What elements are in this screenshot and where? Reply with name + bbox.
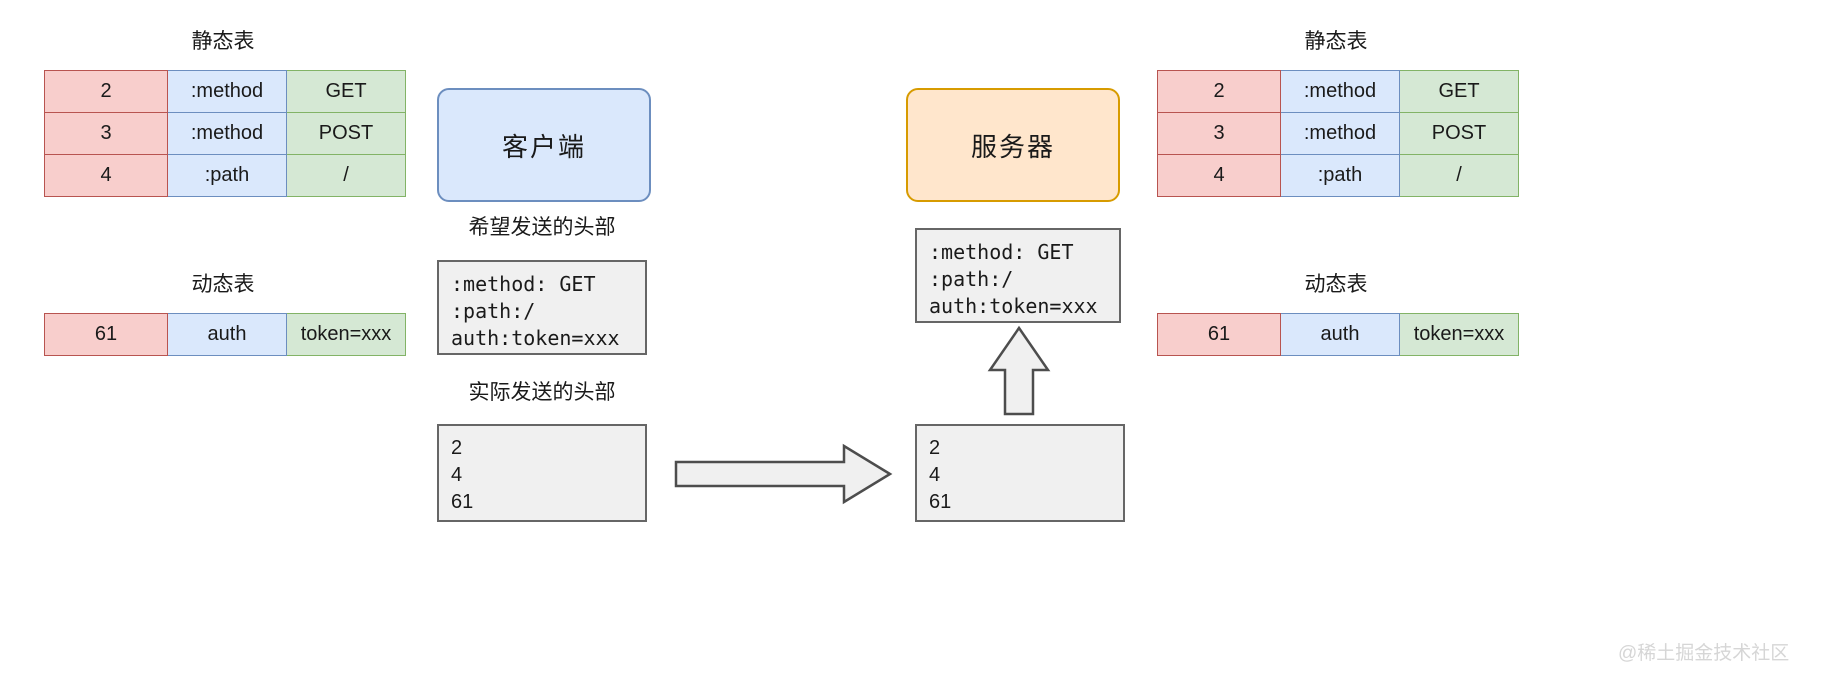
cell-name: :method	[1280, 112, 1400, 155]
right-static-table: 2 :method GET 3 :method POST 4 :path /	[1157, 70, 1519, 197]
cell-value: token=xxx	[286, 313, 406, 356]
transmit-arrow-icon	[674, 443, 893, 505]
right-static-table-caption: 静态表	[1304, 30, 1368, 53]
decoded-header-box: :method: GET :path:/ auth:token=xxx	[915, 228, 1121, 323]
table-row: 61 auth token=xxx	[1157, 313, 1519, 356]
received-payload-box: 2 4 61	[915, 424, 1125, 522]
cell-value: token=xxx	[1399, 313, 1519, 356]
cell-index: 4	[1157, 154, 1281, 197]
decoded-header-text: :method: GET :path:/ auth:token=xxx	[929, 240, 1098, 318]
cell-name: auth	[167, 313, 287, 356]
cell-value: POST	[286, 112, 406, 155]
client-node[interactable]: 客户端	[437, 88, 651, 202]
cell-index: 61	[44, 313, 168, 356]
intended-header-caption: 希望发送的头部	[468, 216, 616, 239]
intended-header-box: :method: GET :path:/ auth:token=xxx	[437, 260, 647, 355]
table-row: 2 :method GET	[44, 70, 406, 113]
cell-index: 4	[44, 154, 168, 197]
cell-value: GET	[286, 70, 406, 113]
actual-header-caption: 实际发送的头部	[468, 381, 616, 404]
cell-index: 3	[44, 112, 168, 155]
server-node[interactable]: 服务器	[906, 88, 1120, 202]
cell-name: :method	[167, 112, 287, 155]
table-row: 3 :method POST	[44, 112, 406, 155]
actual-header-box: 2 4 61	[437, 424, 647, 522]
cell-name: :method	[1280, 70, 1400, 113]
cell-value: POST	[1399, 112, 1519, 155]
cell-index: 61	[1157, 313, 1281, 356]
decode-arrow-icon	[987, 325, 1051, 416]
left-static-table-caption: 静态表	[191, 30, 255, 53]
intended-header-text: :method: GET :path:/ auth:token=xxx	[451, 272, 620, 350]
cell-index: 2	[1157, 70, 1281, 113]
received-payload-text: 2 4 61	[929, 437, 952, 513]
left-dynamic-table: 61 auth token=xxx	[44, 313, 406, 356]
table-row: 61 auth token=xxx	[44, 313, 406, 356]
table-row: 2 :method GET	[1157, 70, 1519, 113]
right-dynamic-table: 61 auth token=xxx	[1157, 313, 1519, 356]
actual-header-text: 2 4 61	[451, 437, 474, 513]
cell-name: :path	[1280, 154, 1400, 197]
client-node-label: 客户端	[501, 131, 586, 162]
cell-value: /	[286, 154, 406, 197]
cell-index: 3	[1157, 112, 1281, 155]
cell-name: auth	[1280, 313, 1400, 356]
table-row: 4 :path /	[44, 154, 406, 197]
left-dynamic-table-caption: 动态表	[191, 273, 255, 296]
cell-value: GET	[1399, 70, 1519, 113]
cell-name: :method	[167, 70, 287, 113]
cell-index: 2	[44, 70, 168, 113]
right-dynamic-table-caption: 动态表	[1304, 273, 1368, 296]
cell-value: /	[1399, 154, 1519, 197]
cell-name: :path	[167, 154, 287, 197]
watermark: @稀土掘金技术社区	[1618, 643, 1790, 664]
left-static-table: 2 :method GET 3 :method POST 4 :path /	[44, 70, 406, 197]
table-row: 3 :method POST	[1157, 112, 1519, 155]
table-row: 4 :path /	[1157, 154, 1519, 197]
server-node-label: 服务器	[970, 131, 1055, 162]
